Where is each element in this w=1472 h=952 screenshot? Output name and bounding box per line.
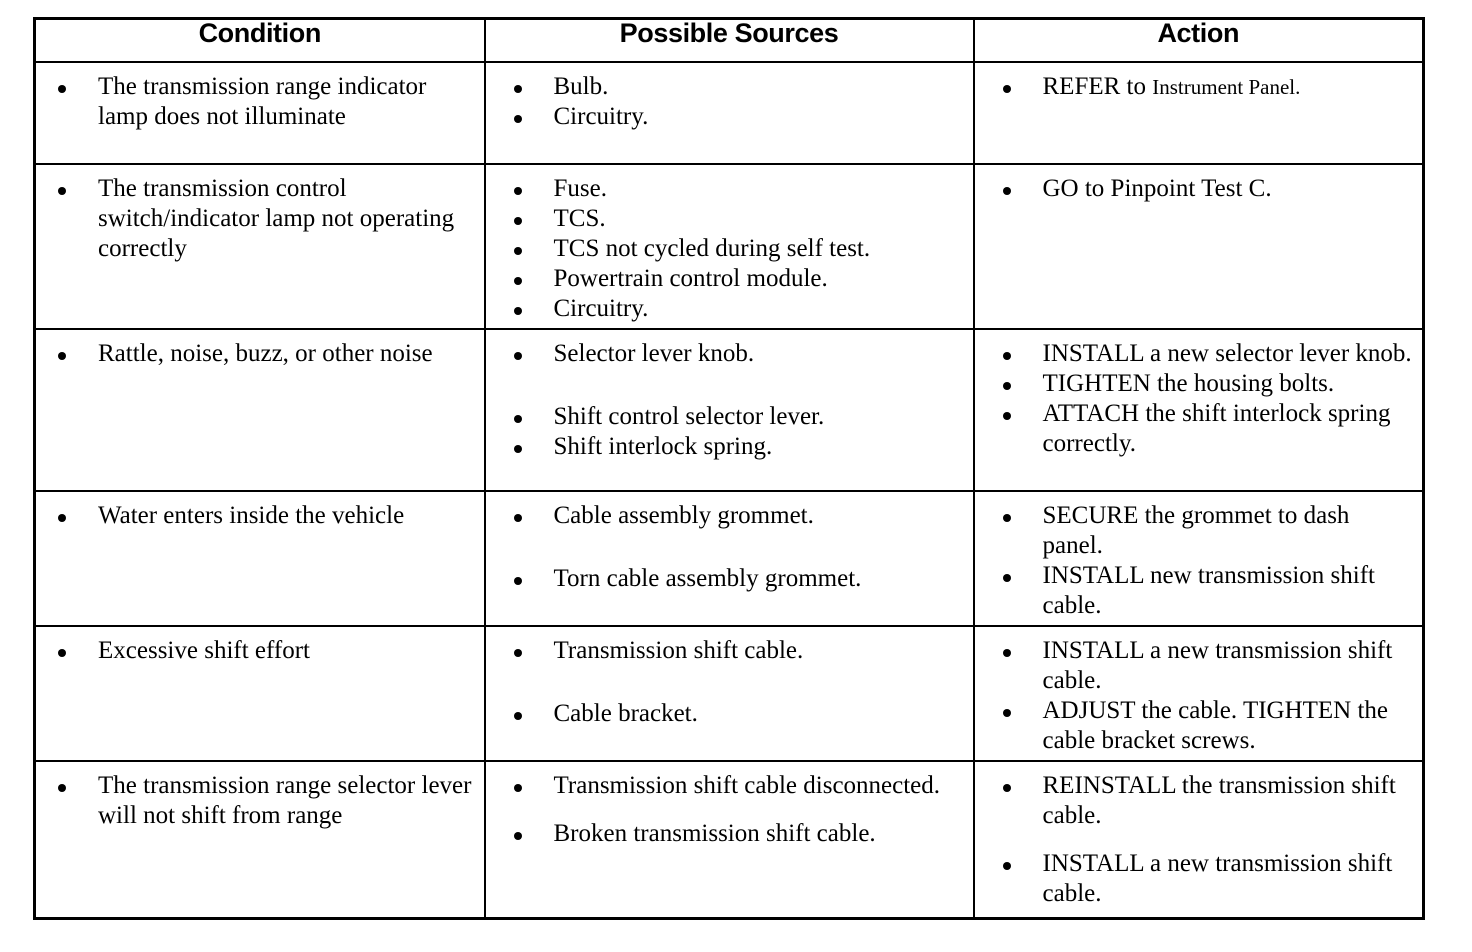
- condition-list: The transmission range selector lever wi…: [36, 762, 484, 835]
- cell-condition: The transmission control switch/indicato…: [33, 163, 486, 330]
- cell-condition: Water enters inside the vehicle: [33, 490, 486, 627]
- list-item: TIGHTEN the housing bolts.: [987, 369, 1417, 399]
- sources-list: Fuse. TCS. TCS not cycled during self te…: [486, 165, 973, 328]
- table-row: The transmission control switch/indicato…: [33, 163, 1425, 330]
- list-item: TCS not cycled during self test.: [498, 234, 967, 264]
- list-item: Rattle, noise, buzz, or other noise: [46, 339, 478, 369]
- list-item: Shift interlock spring.: [498, 432, 967, 462]
- cell-action: INSTALL a new selector lever knob. TIGHT…: [972, 328, 1425, 492]
- list-item: INSTALL new transmission shift cable.: [987, 561, 1417, 621]
- list-item: Torn cable assembly grommet.: [498, 564, 967, 594]
- list-item: Powertrain control module.: [498, 264, 967, 294]
- list-item: Transmission shift cable disconnected.: [498, 771, 967, 801]
- list-item: Water enters inside the vehicle: [46, 501, 478, 531]
- action-list: INSTALL a new selector lever knob. TIGHT…: [975, 330, 1423, 463]
- list-item: INSTALL a new selector lever knob.: [987, 339, 1417, 369]
- column-header-condition: Condition: [33, 17, 486, 63]
- action-list: INSTALL a new transmission shift cable. …: [975, 627, 1423, 760]
- list-item: The transmission range selector lever wi…: [46, 771, 478, 831]
- table-header: Condition Possible Sources Action: [33, 17, 1425, 63]
- cell-action: GO to Pinpoint Test C.: [972, 163, 1425, 330]
- diagnostic-table: Condition Possible Sources Action The tr…: [33, 17, 1425, 920]
- list-item: GO to Pinpoint Test C.: [987, 174, 1417, 204]
- list-item: TCS.: [498, 204, 967, 234]
- action-list: REINSTALL the transmission shift cable. …: [975, 762, 1423, 913]
- list-item: The transmission control switch/indicato…: [46, 174, 478, 264]
- cell-possible-sources: Bulb. Circuitry.: [483, 61, 975, 165]
- list-item: REINSTALL the transmission shift cable.: [987, 771, 1417, 831]
- column-header-possible-sources: Possible Sources: [483, 17, 975, 63]
- list-item: Cable bracket.: [498, 699, 967, 729]
- table-row: The transmission range indicator lamp do…: [33, 61, 1425, 165]
- list-item: Shift control selector lever.: [498, 402, 967, 432]
- sources-list: Bulb. Circuitry.: [486, 63, 973, 136]
- cell-possible-sources: Transmission shift cable. Cable bracket.: [483, 625, 975, 762]
- list-item: Broken transmission shift cable.: [498, 819, 967, 849]
- action-list: SECURE the grommet to dash panel. INSTAL…: [975, 492, 1423, 625]
- list-item: Fuse.: [498, 174, 967, 204]
- cell-condition: Excessive shift effort: [33, 625, 486, 762]
- cell-possible-sources: Transmission shift cable disconnected. B…: [483, 760, 975, 920]
- list-item: Cable assembly grommet.: [498, 501, 967, 531]
- list-item: INSTALL a new transmission shift cable.: [987, 849, 1417, 909]
- list-item: INSTALL a new transmission shift cable.: [987, 636, 1417, 696]
- table-row: Water enters inside the vehicle Cable as…: [33, 490, 1425, 627]
- sources-list: Transmission shift cable. Cable bracket.: [486, 627, 973, 733]
- cell-action: REFER to Instrument Panel.: [972, 61, 1425, 165]
- list-item: The transmission range indicator lamp do…: [46, 72, 478, 132]
- list-item: Circuitry.: [498, 294, 967, 324]
- list-item: REFER to Instrument Panel.: [987, 72, 1417, 102]
- table-body: The transmission range indicator lamp do…: [33, 61, 1425, 920]
- list-item: Selector lever knob.: [498, 339, 967, 369]
- list-item: ATTACH the shift interlock spring correc…: [987, 399, 1417, 459]
- header-row: Condition Possible Sources Action: [33, 17, 1425, 63]
- cell-action: REINSTALL the transmission shift cable. …: [972, 760, 1425, 920]
- list-item: Circuitry.: [498, 102, 967, 132]
- table-row: Rattle, noise, buzz, or other noise Sele…: [33, 328, 1425, 492]
- sources-list: Cable assembly grommet. Torn cable assem…: [486, 492, 973, 598]
- action-reference: Instrument Panel.: [1152, 75, 1301, 99]
- list-item: Excessive shift effort: [46, 636, 478, 666]
- condition-list: The transmission control switch/indicato…: [36, 165, 484, 268]
- column-header-action: Action: [972, 17, 1425, 63]
- list-item: Bulb.: [498, 72, 967, 102]
- condition-list: The transmission range indicator lamp do…: [36, 63, 484, 136]
- sources-list: Selector lever knob. Shift control selec…: [486, 330, 973, 466]
- cell-action: SECURE the grommet to dash panel. INSTAL…: [972, 490, 1425, 627]
- sources-list: Transmission shift cable disconnected. B…: [486, 762, 973, 853]
- cell-condition: Rattle, noise, buzz, or other noise: [33, 328, 486, 492]
- cell-condition: The transmission range selector lever wi…: [33, 760, 486, 920]
- cell-possible-sources: Cable assembly grommet. Torn cable assem…: [483, 490, 975, 627]
- cell-action: INSTALL a new transmission shift cable. …: [972, 625, 1425, 762]
- action-list: REFER to Instrument Panel.: [975, 63, 1423, 106]
- action-text: REFER to: [1042, 73, 1153, 100]
- list-item: ADJUST the cable. TIGHTEN the cable brac…: [987, 696, 1417, 756]
- list-item: Transmission shift cable.: [498, 636, 967, 666]
- cell-possible-sources: Selector lever knob. Shift control selec…: [483, 328, 975, 492]
- condition-list: Water enters inside the vehicle: [36, 492, 484, 535]
- action-list: GO to Pinpoint Test C.: [975, 165, 1423, 208]
- table-row: Excessive shift effort Transmission shif…: [33, 625, 1425, 762]
- table-row: The transmission range selector lever wi…: [33, 760, 1425, 920]
- cell-condition: The transmission range indicator lamp do…: [33, 61, 486, 165]
- condition-list: Excessive shift effort: [36, 627, 484, 670]
- list-item: SECURE the grommet to dash panel.: [987, 501, 1417, 561]
- condition-list: Rattle, noise, buzz, or other noise: [36, 330, 484, 373]
- cell-possible-sources: Fuse. TCS. TCS not cycled during self te…: [483, 163, 975, 330]
